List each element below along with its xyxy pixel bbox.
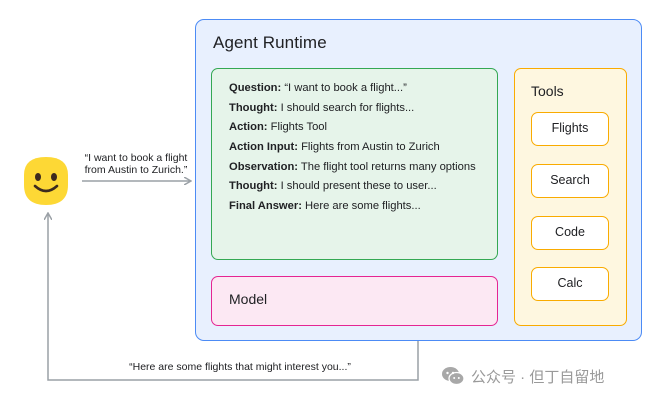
tools-title: Tools [531,83,564,99]
trace-text: “I want to book a flight...” [281,82,407,94]
trace-text: I should search for flights... [277,101,415,114]
user-request-text: “I want to book a flight from Austin to … [84,152,188,176]
wechat-icon [442,367,465,386]
trace-text: Flights Tool [267,121,328,134]
model-label: Model [229,291,268,307]
trace-text: Here are some flights... [301,200,421,213]
watermark: 公众号 · 但丁自留地 [441,364,604,388]
trace-key: Action: [229,121,268,134]
response-arrow [48,214,419,381]
agent-runtime-title: Agent Runtime [213,33,327,52]
tool-flights: Flights [531,112,609,146]
agent-response-text: “Here are some flights that might intere… [129,361,351,373]
watermark-text: 公众号 · 但丁自留地 [471,368,605,386]
trace-line-question: Question: “I want to book a flight...” [229,79,497,99]
trace-text: The flight tool returns many options [298,160,476,173]
trace-line-final-answer: Final Answer: Here are some flights... [229,197,497,217]
model-box [211,276,498,326]
smiley-face-icon [24,157,68,205]
tool-calc: Calc [531,267,609,301]
trace-key: Question: [229,82,282,94]
reasoning-trace: Question: “I want to book a flight...” T… [229,79,497,217]
trace-key: Observation: [229,160,299,173]
tool-search: Search [531,164,609,198]
trace-line-action-input: Action Input: Flights from Austin to Zur… [229,138,497,158]
reasoning-trace-box [211,68,498,260]
trace-key: Thought: [229,101,278,114]
trace-line-observation: Observation: The flight tool returns man… [229,158,497,178]
tool-code: Code [531,216,609,250]
trace-key: Thought: [229,180,278,193]
trace-key: Final Answer: [229,200,302,213]
trace-key: Action Input: [229,141,298,154]
trace-text: I should present these to user... [277,180,437,193]
trace-line-thought: Thought: I should search for flights... [229,99,497,119]
trace-line-thought: Thought: I should present these to user.… [229,177,497,197]
trace-line-action: Action: Flights Tool [229,118,497,138]
trace-text: Flights from Austin to Zurich [297,141,440,154]
